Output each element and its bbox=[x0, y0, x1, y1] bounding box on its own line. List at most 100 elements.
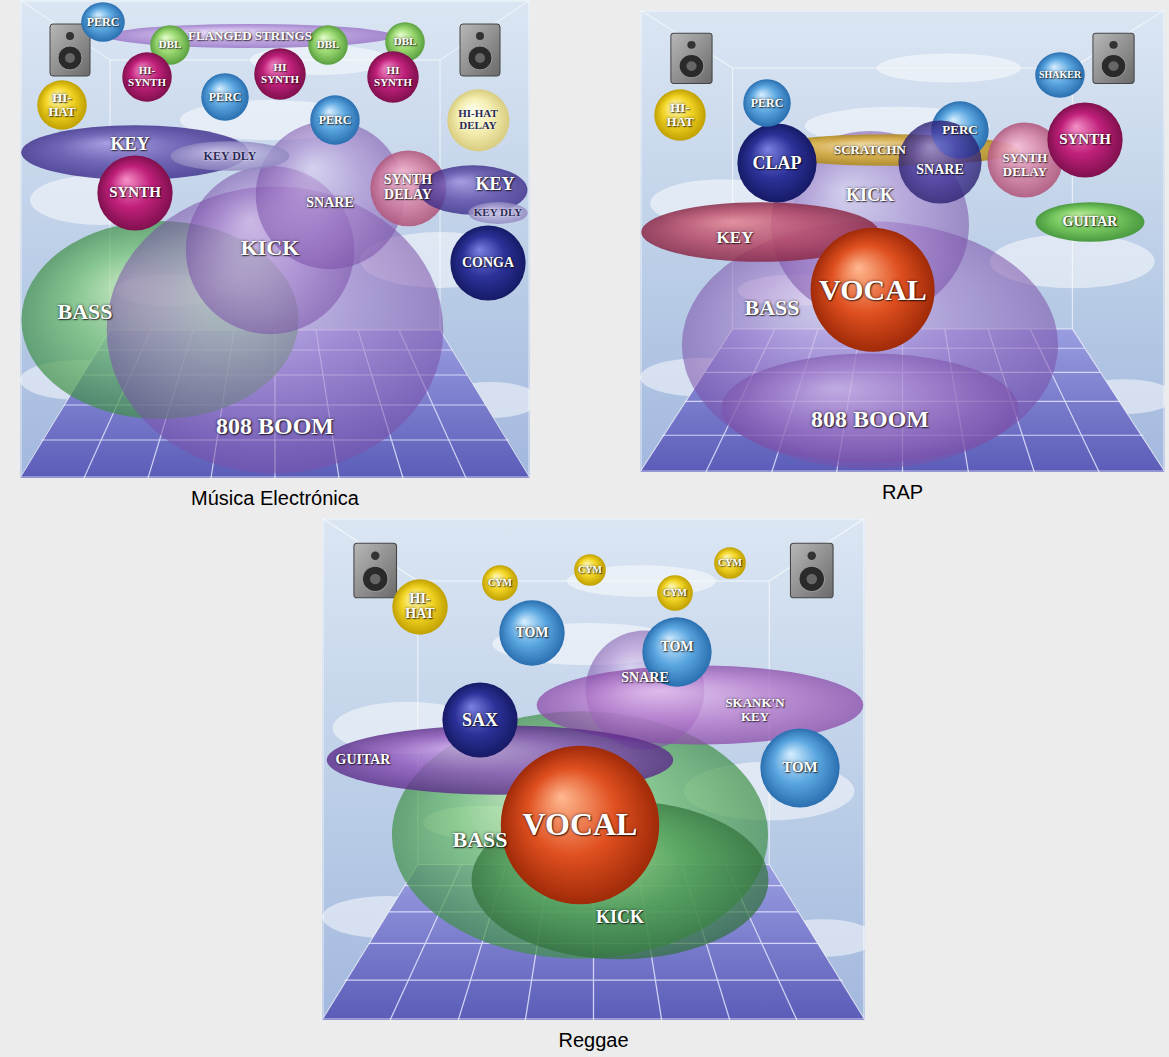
instrument-sphere: HI SYNTH bbox=[254, 48, 306, 100]
sphere-fill bbox=[106, 24, 393, 48]
instrument-label: 808 BOOM bbox=[216, 414, 334, 439]
instrument-label: TOM bbox=[782, 760, 818, 776]
instrument-label: KEY bbox=[717, 229, 754, 247]
instrument-label: DBL bbox=[394, 36, 417, 48]
sphere-fill bbox=[499, 600, 564, 665]
genre-panel: Música Electrónica BASS 808 BOOM KICK SNARE K… bbox=[20, 0, 530, 512]
instrument-label: TOM bbox=[515, 626, 548, 641]
instrument-label: HI-HAT DELAY bbox=[451, 108, 505, 131]
instrument-sphere: PERC bbox=[81, 2, 125, 42]
instrument-sphere: SAX bbox=[442, 682, 518, 758]
sphere-fill bbox=[811, 228, 935, 352]
panel-caption: RAP bbox=[882, 480, 923, 504]
instrument-sphere: HI SYNTH bbox=[367, 51, 419, 103]
sphere-fill bbox=[447, 89, 509, 151]
instrument-label: CLAP bbox=[753, 154, 802, 173]
instrument-label: KEY DLY bbox=[474, 207, 522, 219]
sphere-fill bbox=[574, 554, 606, 586]
instrument-label: SNARE bbox=[916, 163, 963, 178]
instrument-sphere: TOM bbox=[760, 728, 840, 808]
instrument-sphere: CLAP bbox=[737, 123, 817, 203]
instrument-label: KEY bbox=[475, 175, 514, 194]
instrument-sphere: SYNTH DELAY bbox=[370, 150, 447, 227]
instrument-sphere: GUITAR bbox=[1035, 202, 1145, 242]
sphere-fill bbox=[1035, 52, 1085, 98]
sphere-fill bbox=[898, 120, 981, 203]
instrument-label: SHAKER bbox=[1039, 70, 1081, 81]
sphere-fill bbox=[442, 682, 517, 757]
instrument-sphere: CYM bbox=[482, 565, 518, 601]
sphere-fill bbox=[743, 79, 791, 127]
instrument-sphere: CONGA bbox=[450, 225, 526, 301]
instrument-sphere: CYM bbox=[657, 575, 693, 611]
sphere-fill bbox=[722, 354, 1019, 463]
instrument-sphere: FLANGED STRINGS bbox=[105, 24, 395, 48]
sphere-fill bbox=[642, 617, 711, 686]
sphere-fill bbox=[714, 547, 746, 579]
sphere-fill bbox=[254, 48, 305, 99]
instrument-sphere: HI- HAT bbox=[37, 80, 87, 130]
sphere-fill bbox=[97, 155, 172, 230]
instrument-label: PERC bbox=[209, 91, 242, 104]
instrument-label: PERC bbox=[942, 123, 977, 137]
instrument-sphere: PERC bbox=[743, 79, 791, 127]
instrument-label: CYM bbox=[578, 565, 602, 576]
instrument-label: KICK bbox=[596, 908, 644, 927]
panel-caption: Música Electrónica bbox=[191, 486, 359, 510]
instrument-label: DBL bbox=[317, 39, 340, 51]
sphere-fill bbox=[657, 575, 693, 611]
instrument-label: SNARE bbox=[621, 671, 668, 686]
instrument-label: KEY DLY bbox=[204, 150, 257, 163]
sphere-fill bbox=[310, 95, 360, 145]
instrument-label: FLANGED STRINGS bbox=[188, 29, 312, 43]
instrument-label: SYNTH bbox=[109, 185, 161, 201]
instrument-sphere: HI- HAT bbox=[392, 579, 448, 635]
instrument-label: HI- HAT bbox=[42, 91, 82, 118]
instrument-label: HI- HAT bbox=[660, 101, 700, 128]
instrument-label: CYM bbox=[663, 588, 687, 599]
instrument-label: BASS bbox=[744, 296, 799, 319]
instrument-sphere: VOCAL bbox=[810, 227, 935, 352]
instrument-label: PERC bbox=[751, 97, 784, 110]
instrument-label: CONGA bbox=[462, 256, 514, 271]
instrument-label: HI SYNTH bbox=[260, 62, 300, 85]
instrument-sphere: KEY DLY bbox=[468, 202, 528, 224]
instrument-sphere: SYNTH bbox=[97, 155, 173, 231]
instrument-label: CYM bbox=[718, 558, 742, 569]
instrument-label: SKANK'N KEY bbox=[715, 696, 795, 723]
sphere-fill bbox=[392, 579, 447, 634]
instrument-label: SYNTH DELAY bbox=[995, 151, 1055, 178]
genre-panel: ReggaeBASSKICKSNARESKANK'N KEYGUITARTOMT… bbox=[322, 518, 865, 1054]
instrument-sphere: CYM bbox=[574, 554, 606, 586]
instrument-sphere: SHAKER bbox=[1035, 52, 1085, 98]
instrument-label: PERC bbox=[319, 114, 352, 127]
instrument-label: GUITAR bbox=[336, 753, 391, 768]
instrument-sphere: SYNTH bbox=[1047, 102, 1123, 178]
sphere-fill bbox=[450, 225, 525, 300]
instrument-label: SAX bbox=[462, 711, 498, 730]
instrument-label: KICK bbox=[241, 236, 300, 259]
instrument-sphere: HI- HAT bbox=[654, 89, 706, 141]
sphere-fill bbox=[37, 80, 87, 130]
instrument-label: VOCAL bbox=[819, 274, 927, 306]
instrument-sphere: KEY DLY bbox=[170, 141, 290, 171]
instrument-label: SNARE bbox=[306, 196, 353, 211]
sphere-fill bbox=[482, 565, 518, 601]
instrument-sphere: PERC bbox=[310, 95, 360, 145]
instrument-label: HI- HAT bbox=[398, 592, 442, 621]
instrument-label: SYNTH bbox=[1059, 132, 1111, 148]
instrument-sphere: VOCAL bbox=[500, 745, 660, 905]
sphere-fill bbox=[367, 51, 418, 102]
panel-caption: Reggae bbox=[558, 1028, 628, 1052]
sphere-fill bbox=[81, 2, 125, 42]
instrument-label: VOCAL bbox=[523, 808, 638, 842]
sphere-fill bbox=[760, 728, 839, 807]
instrument-label: DBL bbox=[159, 39, 182, 51]
instrument-label: BASS bbox=[57, 300, 112, 323]
instrument-label: HI SYNTH bbox=[373, 65, 413, 88]
instrument-label: SCRATCHN bbox=[834, 143, 906, 157]
sphere-fill bbox=[468, 202, 527, 224]
instrument-sphere: PERC bbox=[201, 73, 249, 121]
instrument-label: 808 BOOM bbox=[811, 407, 929, 432]
sphere-fill bbox=[737, 123, 816, 202]
